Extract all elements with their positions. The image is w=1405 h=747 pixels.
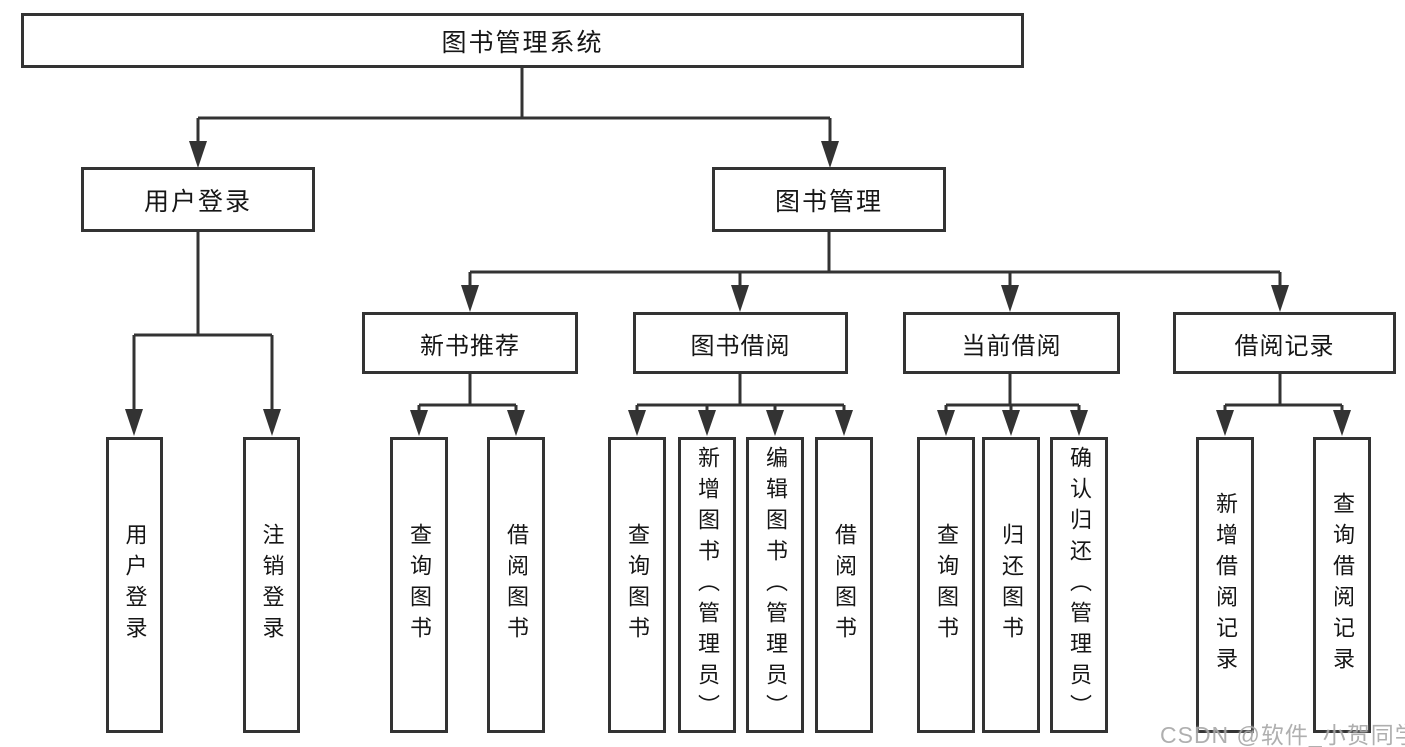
- leaf-label: 查询图书: [934, 523, 959, 647]
- leaf-add-borrow-record: 新增借阅记录: [1196, 437, 1254, 733]
- leaf-label: 编辑图书（管理员）: [763, 445, 788, 725]
- leaf-edit-books-admin: 编辑图书（管理员）: [746, 437, 804, 733]
- leaf-label: 借阅图书: [832, 523, 857, 647]
- leaf-user-login: 用户登录: [106, 437, 163, 733]
- leaf-query-borrow-record: 查询借阅记录: [1313, 437, 1371, 733]
- leaf-label: 注销登录: [259, 523, 285, 647]
- node-new-book-recommendation: 新书推荐: [362, 312, 578, 374]
- leaf-label: 查询图书: [407, 523, 432, 647]
- leaf-label: 新增图书（管理员）: [695, 445, 720, 725]
- leaf-label: 查询图书: [625, 523, 650, 647]
- leaf-query-books-1: 查询图书: [390, 437, 448, 733]
- leaf-return-books: 归还图书: [982, 437, 1040, 733]
- node-book-borrowing: 图书借阅: [633, 312, 848, 374]
- node-library-management-system: 图书管理系统: [21, 13, 1024, 68]
- leaf-label: 查询借阅记录: [1330, 492, 1355, 678]
- leaf-borrow-books-2: 借阅图书: [815, 437, 873, 733]
- leaf-add-books-admin: 新增图书（管理员）: [678, 437, 736, 733]
- node-user-login: 用户登录: [81, 167, 315, 232]
- node-borrowing-records: 借阅记录: [1173, 312, 1396, 374]
- leaf-label: 归还图书: [999, 523, 1024, 647]
- leaf-borrow-books-1: 借阅图书: [487, 437, 545, 733]
- leaf-confirm-return-admin: 确认归还（管理员）: [1050, 437, 1108, 733]
- csdn-watermark: CSDN @软件_小贺同学: [1160, 722, 1405, 747]
- leaf-query-books-2: 查询图书: [608, 437, 666, 733]
- leaf-query-books-3: 查询图书: [917, 437, 975, 733]
- leaf-logout: 注销登录: [243, 437, 300, 733]
- leaf-label: 借阅图书: [504, 523, 529, 647]
- leaf-label: 新增借阅记录: [1213, 492, 1238, 678]
- node-current-borrowing: 当前借阅: [903, 312, 1120, 374]
- node-book-management: 图书管理: [712, 167, 946, 232]
- leaf-label: 用户登录: [122, 523, 148, 647]
- leaf-label: 确认归还（管理员）: [1067, 445, 1092, 725]
